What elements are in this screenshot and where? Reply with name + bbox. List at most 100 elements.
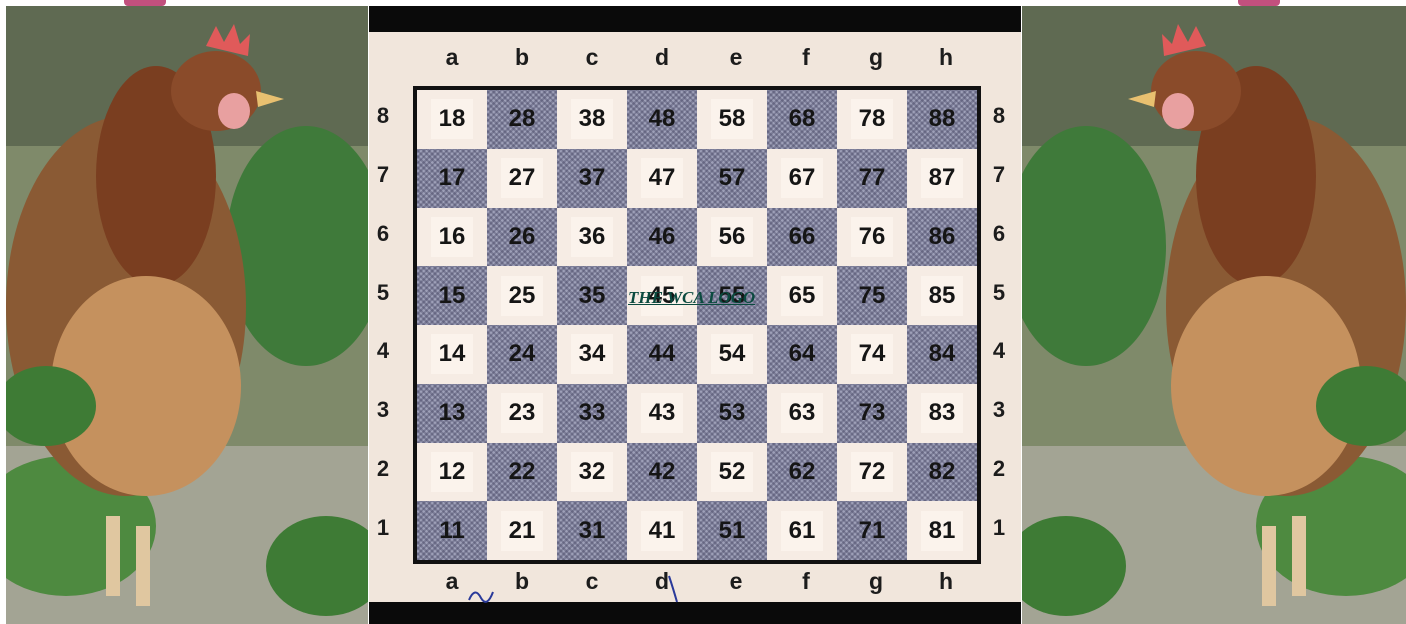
square-number: 46 [649,223,676,251]
board-square-f4: 64 [767,325,837,384]
square-number: 31 [579,517,606,545]
square-number: 24 [509,340,536,368]
board-square-h2: 82 [907,443,977,502]
square-number: 27 [501,158,544,198]
square-number: 23 [501,393,544,433]
board-square-a3: 13 [417,384,487,443]
rank-label-2: 2 [987,456,1011,482]
square-number: 52 [711,452,754,492]
chicken-image [6,6,368,624]
board-square-b6: 26 [487,208,557,267]
square-number: 41 [641,511,684,551]
square-number: 84 [929,340,956,368]
square-number: 22 [509,458,536,486]
board-square-f8: 68 [767,90,837,149]
square-number: 18 [431,99,474,139]
square-number: 56 [711,217,754,257]
square-number: 67 [781,158,824,198]
square-number: 62 [789,458,816,486]
board-square-h8: 88 [907,90,977,149]
square-number: 42 [649,458,676,486]
board-square-a8: 18 [417,90,487,149]
rank-label-5: 5 [371,280,395,306]
square-number: 58 [711,99,754,139]
square-number: 43 [641,393,684,433]
file-label-f: f [791,568,821,595]
file-label-c: c [577,44,607,71]
file-label-a: a [437,44,467,71]
board-square-h6: 86 [907,208,977,267]
square-number: 82 [929,458,956,486]
rank-label-1: 1 [987,515,1011,541]
square-number: 47 [641,158,684,198]
rank-label-2: 2 [371,456,395,482]
board-square-e4: 54 [697,325,767,384]
square-number: 44 [649,340,676,368]
file-label-b: b [507,44,537,71]
square-number: 73 [859,399,886,427]
square-number: 63 [781,393,824,433]
square-number: 77 [859,164,886,192]
rank-label-3: 3 [371,397,395,423]
board-square-c8: 38 [557,90,627,149]
square-number: 64 [789,340,816,368]
square-number: 68 [789,105,816,133]
rank-label-8: 8 [371,103,395,129]
board-square-c4: 34 [557,325,627,384]
square-number: 66 [789,223,816,251]
board-square-a4: 14 [417,325,487,384]
file-label-e: e [721,568,751,595]
square-number: 33 [579,399,606,427]
board-square-a2: 12 [417,443,487,502]
board-square-b4: 24 [487,325,557,384]
rank-label-8: 8 [987,103,1011,129]
square-number: 83 [921,393,964,433]
board-square-a1: 11 [417,501,487,560]
board-square-g4: 74 [837,325,907,384]
board-square-b5: 25 [487,266,557,325]
board-square-d3: 43 [627,384,697,443]
file-label-d: d [647,44,677,71]
square-number: 13 [439,399,466,427]
chessboard-panel: abcdefgh abcdefgh 87654321 87654321 1828… [369,6,1021,624]
file-label-g: g [861,568,891,595]
square-number: 38 [571,99,614,139]
board-square-f7: 67 [767,149,837,208]
board-square-h5: 85 [907,266,977,325]
square-number: 35 [579,282,606,310]
rank-label-4: 4 [987,338,1011,364]
file-label-e: e [721,44,751,71]
chicken-image [1022,6,1406,624]
board-square-f1: 61 [767,501,837,560]
rank-label-1: 1 [371,515,395,541]
square-number: 51 [719,517,746,545]
board-square-h1: 81 [907,501,977,560]
board-square-e1: 51 [697,501,767,560]
square-number: 12 [431,452,474,492]
board-square-d8: 48 [627,90,697,149]
board-square-d4: 44 [627,325,697,384]
square-number: 81 [921,511,964,551]
square-number: 74 [851,334,894,374]
board-square-b7: 27 [487,149,557,208]
wca-logo-link[interactable]: THE WCA LOGO [628,288,755,308]
square-number: 61 [781,511,824,551]
board-square-a6: 16 [417,208,487,267]
board-square-e8: 58 [697,90,767,149]
chicken-photo-right [1022,6,1406,624]
square-number: 14 [431,334,474,374]
square-number: 36 [571,217,614,257]
square-number: 85 [921,276,964,316]
square-number: 72 [851,452,894,492]
board-square-d1: 41 [627,501,697,560]
board-square-c7: 37 [557,149,627,208]
board-square-g7: 77 [837,149,907,208]
board-square-b3: 23 [487,384,557,443]
board-square-e6: 56 [697,208,767,267]
board-square-b8: 28 [487,90,557,149]
board-square-b1: 21 [487,501,557,560]
